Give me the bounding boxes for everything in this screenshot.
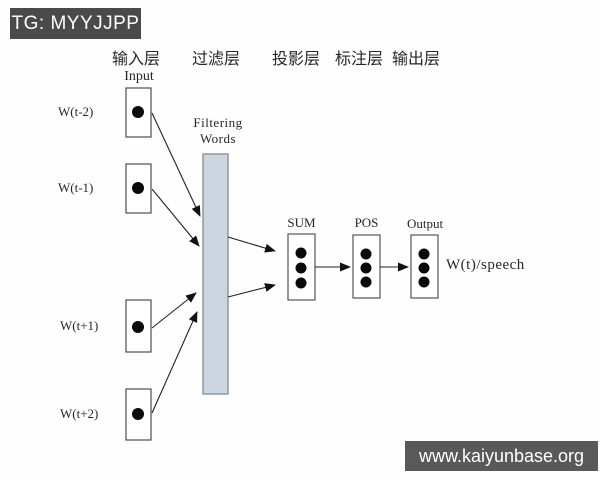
pos-node-box (352, 234, 381, 299)
input-node-label-wt-2: W(t-2) (58, 104, 94, 119)
layer-label-projection: 投影层 (272, 51, 321, 68)
input-dot (132, 408, 144, 420)
output-dot (418, 262, 430, 274)
pos-label: POS (354, 215, 379, 230)
output-label: Output (406, 216, 444, 231)
input-node-label-wt+2: W(t+2) (60, 406, 99, 421)
input-node-label-wt+1: W(t+1) (60, 318, 99, 333)
input-node-label-wt-1: W(t-1) (58, 180, 94, 195)
arrow-filter-to-sum-bottom (227, 283, 276, 298)
layer-label-input: 输入层 (112, 51, 161, 68)
sum-dot (295, 247, 307, 259)
input-node-box-wt-2 (125, 87, 152, 138)
pos-dot (360, 276, 372, 288)
input-column-title: Input (124, 69, 154, 84)
output-dot (418, 276, 430, 288)
input-node-box-wt+2 (125, 388, 152, 441)
pos-dot (360, 248, 372, 260)
input-node-box-wt+1 (125, 299, 152, 353)
layer-label-filter: 过滤层 (192, 51, 241, 68)
pos-dot (360, 262, 372, 274)
arrow-wt-1-to-filter (151, 188, 200, 247)
input-dot (132, 321, 144, 333)
result-label: W(t)/speech (446, 257, 525, 273)
filter-bar-label-line2: Words (199, 131, 237, 146)
sum-dot (295, 277, 307, 289)
watermark-top-left: TG: MYYJJPP (10, 8, 141, 39)
output-node-box (410, 234, 439, 299)
arrow-wt+1-to-filter (151, 292, 197, 329)
input-dot (132, 182, 144, 194)
layer-label-output: 输出层 (392, 51, 441, 68)
input-dot (132, 106, 144, 118)
arrow-wt-2-to-filter (151, 112, 201, 217)
sum-label: SUM (287, 215, 316, 230)
output-dot (418, 248, 430, 260)
sum-dot (295, 262, 307, 274)
watermark-bottom-right: www.kaiyunbase.org (405, 441, 598, 471)
layer-label-annotation: 标注层 (335, 51, 384, 68)
sum-node-box (287, 233, 316, 301)
filter-bar (202, 153, 229, 395)
filter-bar-label-line1: Filtering (193, 115, 243, 130)
input-node-box-wt-1 (125, 163, 152, 214)
arrow-filter-to-sum-top (227, 236, 276, 253)
arrow-wt+2-to-filter (151, 311, 198, 414)
